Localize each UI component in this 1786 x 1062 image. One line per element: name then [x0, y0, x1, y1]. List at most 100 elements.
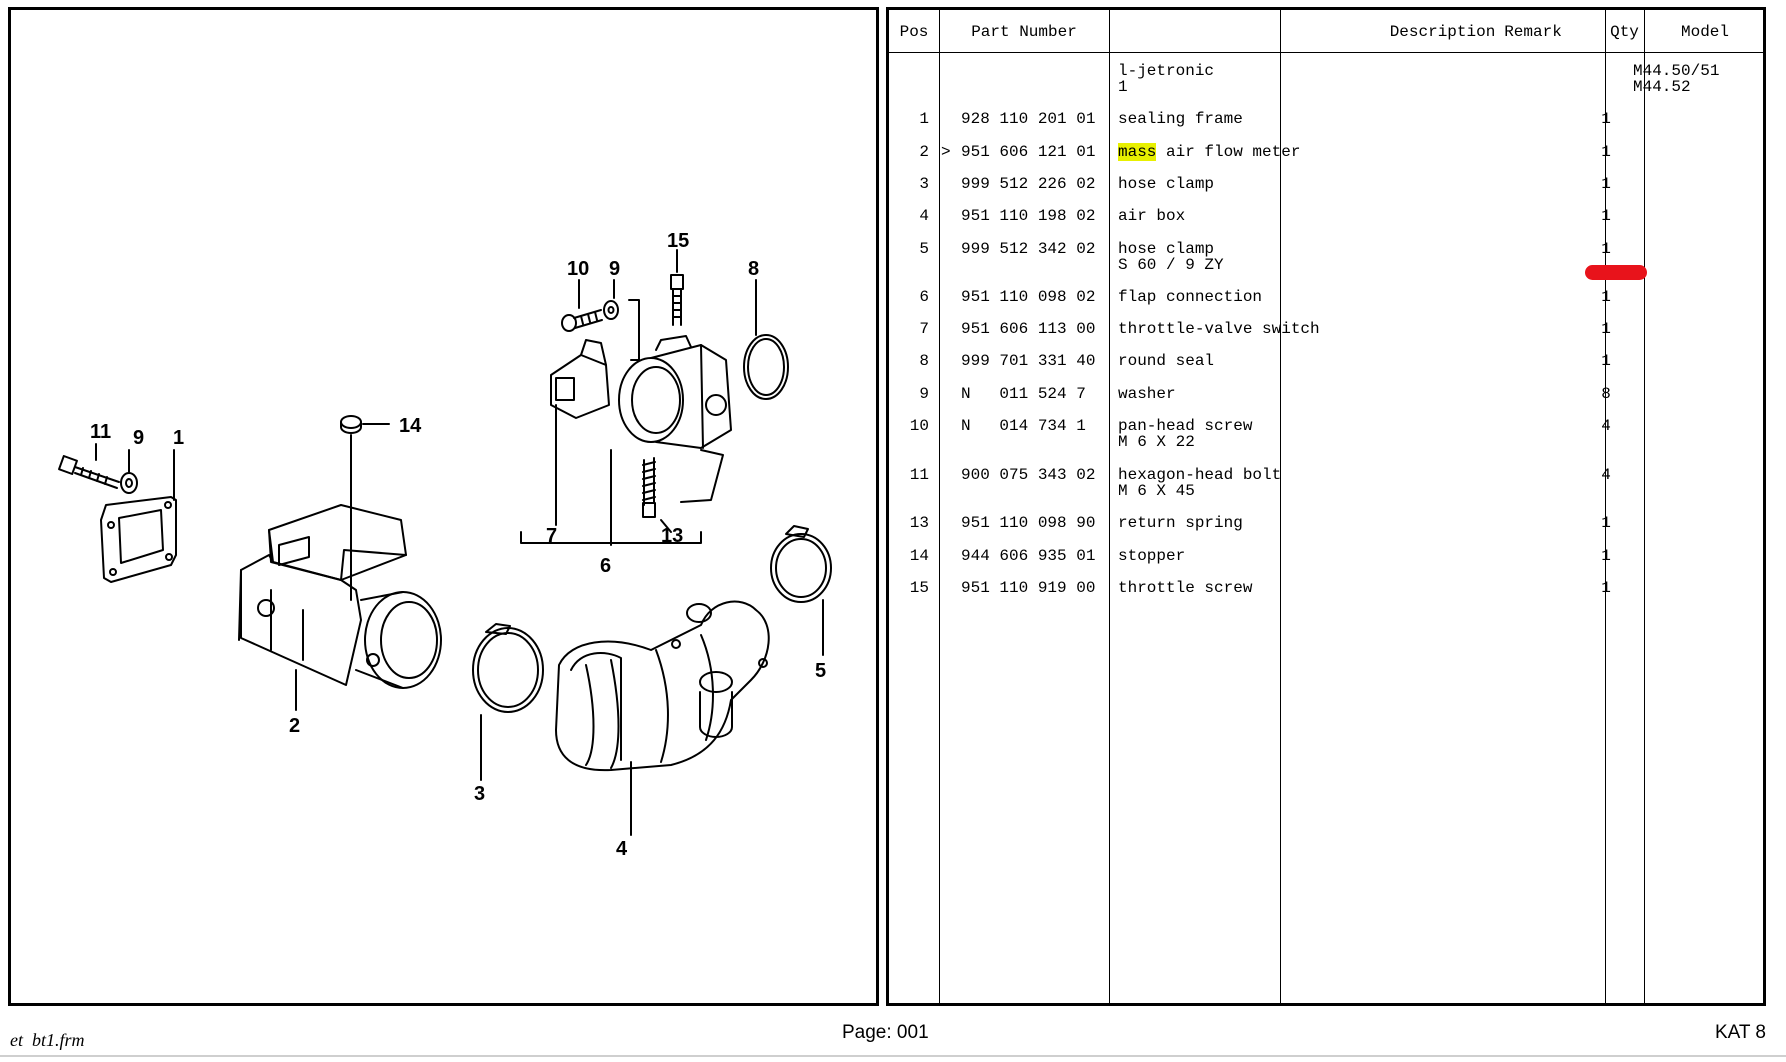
- cell-part-number: 944 606 935 01: [961, 547, 1096, 565]
- description-text: washer: [1118, 385, 1176, 403]
- parts-table: Pos Part Number Description Remark Qty M…: [886, 7, 1766, 1006]
- callout-11: 11: [90, 421, 111, 443]
- cell-model: [1633, 289, 1763, 305]
- cell-model: [1633, 580, 1763, 596]
- washer-9-top-drawing: [603, 279, 640, 361]
- description-text: round seal: [1118, 352, 1215, 370]
- cell-qty: 4: [1601, 466, 1611, 484]
- bolt-11-drawing: [58, 443, 120, 489]
- callout-10: 10: [567, 258, 589, 280]
- cell-model: [1633, 321, 1763, 337]
- air-flow-meter-2-drawing: [238, 504, 442, 711]
- cell-description: round seal: [1118, 353, 1438, 369]
- cell-part-number: 900 075 343 02: [961, 466, 1096, 484]
- cell-qty: 4: [1601, 417, 1611, 435]
- cell-qty: 1: [1601, 240, 1611, 258]
- callout-7: 7: [546, 525, 557, 547]
- description-text: hexagon-head bolt: [1118, 466, 1282, 484]
- parts-diagram: 11 9 1 14 2 3 4 10 9 15 8 7 6 13 5: [8, 7, 879, 1006]
- air-box-4-drawing: [555, 600, 770, 836]
- cell-part-number: N 011 524 7: [961, 385, 1086, 403]
- cell-qty: 1: [1601, 207, 1611, 225]
- column-divider: [1109, 10, 1110, 1003]
- footer-filename: et bt1.frm: [10, 1030, 85, 1050]
- cell-part-number: 951 110 098 90: [961, 514, 1096, 532]
- flap-connection-6-drawing: [610, 335, 732, 546]
- callout-13: 13: [661, 525, 683, 547]
- callout-5: 5: [815, 660, 826, 682]
- description-text: hose clamp: [1118, 175, 1215, 193]
- description-text: pan-head screw: [1118, 417, 1253, 435]
- cell-qty: 1: [1601, 143, 1611, 161]
- cell-qty: 1: [1601, 579, 1611, 597]
- cell-description: stopper: [1118, 548, 1438, 564]
- callout-6: 6: [600, 555, 611, 577]
- cell-model: [1633, 353, 1763, 369]
- header-pos: Pos: [899, 23, 929, 41]
- callout-9-top: 9: [609, 258, 620, 280]
- cell-pos: 1: [919, 110, 929, 128]
- cell-model: [1633, 176, 1763, 192]
- cell-description: throttle screw: [1118, 580, 1438, 596]
- cell-model: [1633, 515, 1763, 531]
- description-text: stopper: [1118, 547, 1186, 565]
- cell-pos: 13: [909, 514, 929, 532]
- hose-clamp-3-drawing: [472, 623, 544, 781]
- cell-description: washer: [1118, 386, 1438, 402]
- description-detail: 1: [1118, 78, 1128, 96]
- model-line-2: M44.52: [1633, 78, 1691, 96]
- callout-14: 14: [399, 415, 422, 437]
- cell-part-number: 951 606 113 00: [961, 320, 1096, 338]
- cell-description: return spring: [1118, 515, 1438, 531]
- cell-model: [1633, 144, 1763, 160]
- table-row[interactable]: 1 928 110 201 01 1 sealing frame: [889, 111, 1763, 151]
- cell-qty: 1: [1601, 288, 1611, 306]
- header-model: Model: [1680, 23, 1729, 41]
- cell-pos: 9: [919, 385, 929, 403]
- cell-model: [1633, 548, 1763, 564]
- throttle-screw-15-drawing: [670, 249, 684, 326]
- description-text: air box: [1118, 207, 1186, 225]
- cell-pos: 3: [919, 175, 929, 193]
- column-divider: [1280, 10, 1281, 1003]
- header-description: Description: [1389, 23, 1496, 41]
- cell-pos: 2: [919, 143, 929, 161]
- hose-clamp-5-drawing: [770, 525, 832, 656]
- header-remark: Remark: [1504, 23, 1562, 41]
- cell-qty: 1: [1601, 110, 1611, 128]
- callout-9-left: 9: [133, 427, 144, 449]
- cell-pos: 4: [919, 207, 929, 225]
- cell-pos: 14: [909, 547, 929, 565]
- cell-model: [1633, 208, 1763, 224]
- description-text: throttle screw: [1118, 579, 1253, 597]
- footer-catalog: KAT 8: [1714, 1022, 1766, 1043]
- cell-part-number: 928 110 201 01: [961, 110, 1096, 128]
- throttle-valve-switch-7-drawing: [550, 339, 610, 526]
- description-detail: S 60 / 9 ZY: [1118, 256, 1224, 274]
- cell-pos: 6: [919, 288, 929, 306]
- search-highlight: mass: [1118, 143, 1157, 161]
- header-part-number: Part Number: [971, 23, 1077, 41]
- round-seal-8-drawing: [743, 279, 789, 400]
- description-text: sealing frame: [1118, 110, 1243, 128]
- stopper-14-drawing: [340, 415, 390, 601]
- description-text: hose clamp: [1118, 240, 1215, 258]
- group-bracket: [520, 531, 702, 544]
- cell-part-number: 999 512 342 02: [961, 240, 1096, 258]
- cell-model: [1633, 418, 1763, 434]
